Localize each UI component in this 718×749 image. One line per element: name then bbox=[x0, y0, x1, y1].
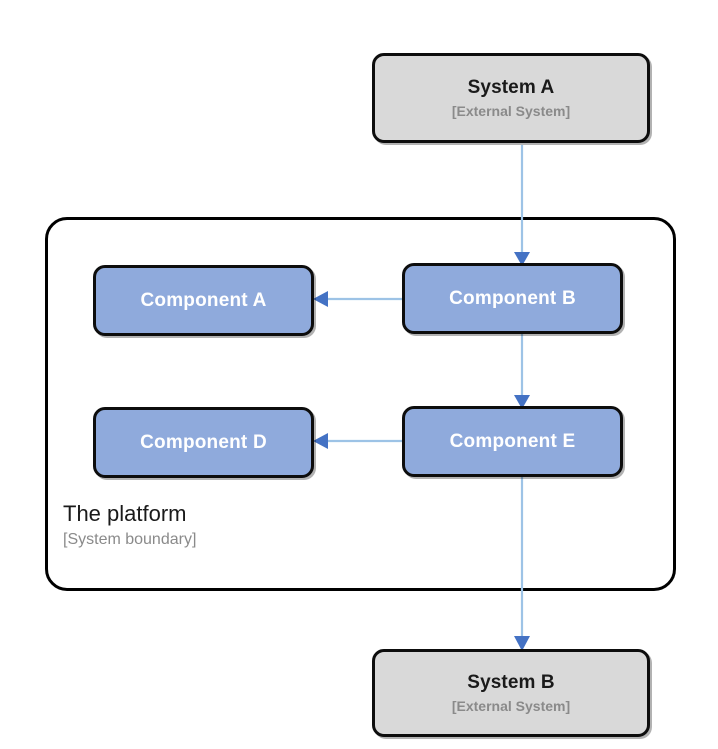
node-system-b[interactable]: System B [External System] bbox=[372, 649, 650, 737]
node-component-d[interactable]: Component D bbox=[93, 407, 314, 478]
node-component-a-title: Component A bbox=[140, 289, 267, 311]
node-system-a-subtitle: [External System] bbox=[451, 102, 571, 119]
system-boundary-title: The platform bbox=[63, 501, 187, 526]
node-system-b-subtitle: [External System] bbox=[451, 697, 571, 714]
node-component-a[interactable]: Component A bbox=[93, 265, 314, 336]
system-boundary-the-platform[interactable] bbox=[45, 217, 676, 591]
node-system-a[interactable]: System A [External System] bbox=[372, 53, 650, 143]
node-system-a-title: System A bbox=[467, 77, 555, 99]
system-boundary-subtitle: [System boundary] bbox=[63, 530, 197, 548]
node-component-d-title: Component D bbox=[140, 431, 267, 453]
node-component-e[interactable]: Component E bbox=[402, 406, 623, 477]
node-component-b-title: Component B bbox=[449, 287, 576, 309]
node-system-b-title: System B bbox=[467, 672, 555, 694]
node-component-b[interactable]: Component B bbox=[402, 263, 623, 334]
system-boundary-label: The platform [System boundary] bbox=[63, 500, 196, 550]
node-component-e-title: Component E bbox=[449, 430, 576, 452]
